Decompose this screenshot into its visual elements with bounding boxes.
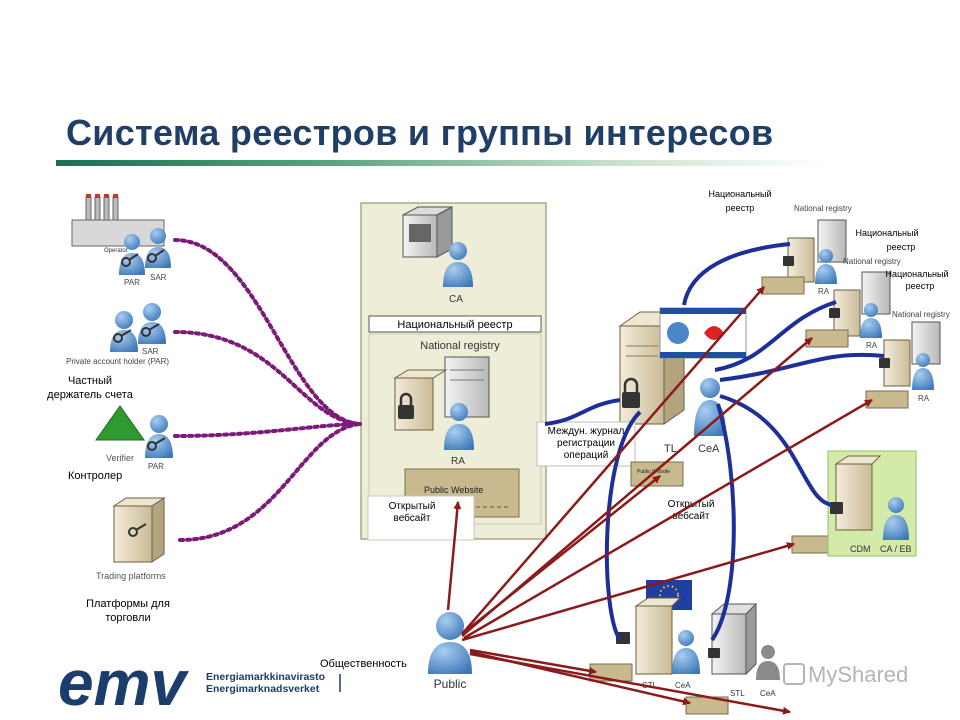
verifier-en: Verifier — [106, 453, 134, 463]
sar-label: SAR — [150, 273, 167, 282]
national-registry-ru: Национальный реестр — [397, 319, 512, 331]
national-registry-en: National registry — [420, 340, 500, 352]
itl-log-ru-1: Междун. журнал — [548, 426, 625, 437]
reg2-server-icon — [829, 271, 891, 337]
un-emblem-icon — [667, 322, 689, 344]
public-arrows — [446, 286, 873, 715]
ctl-cea-label: CeA — [675, 681, 691, 690]
operator-caption: Operator — [104, 248, 128, 254]
reg1-server-icon — [783, 219, 847, 283]
reg3-person-icon — [912, 353, 934, 390]
ca-person-icon — [443, 242, 473, 287]
reg1-ru-2: реестр — [726, 203, 755, 213]
dotted-connectors — [173, 238, 362, 542]
sar2-label: SAR — [142, 347, 159, 356]
stl-cea-label: CeA — [760, 689, 776, 698]
private-holder-ru-2: держатель счета — [47, 389, 134, 401]
factory-icon — [71, 194, 165, 247]
itl-log-ru-2: регистрации — [557, 438, 615, 449]
unfccc-heart-icon — [704, 326, 724, 340]
trading-ru-1: Платформы для — [86, 598, 170, 610]
ra-lock-icon — [398, 392, 414, 419]
public-label: Public — [434, 677, 467, 691]
caeb-label: CA / EB — [880, 544, 912, 554]
public-person-icon — [428, 612, 472, 674]
reg3-en: National registry — [892, 310, 950, 319]
emv-logo: emv — [58, 647, 190, 719]
itl-open-website-ru-2: вебсайт — [673, 510, 710, 522]
open-website-ru-1: Открытый — [389, 501, 436, 512]
verifier-person-icon — [145, 415, 173, 458]
ca-label: CA — [449, 294, 463, 305]
verifier-par-label: PAR — [148, 462, 164, 471]
key-icon-private — [113, 323, 160, 343]
cdm-server-icon — [830, 455, 882, 531]
stl-person-icon — [756, 645, 780, 680]
itl-lock-icon — [622, 377, 640, 408]
trading-server-icon — [112, 497, 166, 563]
cdm-label: CDM — [850, 544, 871, 554]
title-underline — [56, 160, 826, 166]
private-holder-en: Private account holder (PAR) — [66, 357, 169, 366]
private-holder-person-icon — [110, 303, 166, 352]
cea-label: CeA — [698, 443, 720, 455]
stl-server-icon — [708, 602, 758, 676]
cdm-person-icon — [883, 497, 909, 540]
watermark-text: MyShared — [808, 662, 908, 687]
unfccc-label: UNFCCC — [705, 322, 731, 328]
ctl-person-icon — [672, 630, 700, 674]
cea-person-icon — [694, 378, 726, 436]
tl-label: TL — [664, 443, 677, 455]
reg3-ru-2: реестр — [906, 281, 935, 291]
logo-line-2: Energimarknadsverket — [206, 683, 320, 695]
verifier-triangle-icon — [95, 405, 145, 441]
trading-ru-2: торговли — [105, 612, 150, 624]
itl-website-box: Public Website — [630, 461, 684, 487]
public-ru: Общественность — [320, 658, 407, 670]
reg2-ra-label: RA — [866, 341, 878, 350]
watermark: MyShared — [783, 662, 908, 687]
logo-letters: emv — [58, 647, 190, 719]
reg2-ru-2: реестр — [887, 242, 916, 252]
trading-en: Trading platforms — [96, 571, 166, 581]
logo-line-1: Energiamarkkinavirasto — [206, 671, 325, 683]
national-registry-label-box — [368, 315, 542, 333]
reg3-ra-label: RA — [918, 394, 930, 403]
mini-website-boxes — [589, 276, 909, 715]
ctl-server-icon — [616, 597, 682, 675]
watermark-icon — [783, 663, 805, 685]
reg2-en: National registry — [843, 257, 901, 266]
reg3-ru-1: Национальный — [885, 269, 948, 279]
public-website-en: Public Website — [424, 485, 483, 495]
ra-label: RA — [451, 456, 465, 467]
reg1-person-icon — [815, 249, 837, 284]
reg2-ru-1: Национальный — [855, 228, 918, 238]
blue-connectors — [544, 242, 885, 642]
reg1-ra-label: RA — [818, 287, 830, 296]
slide-title: Система реестров и группы интересов — [66, 112, 774, 153]
private-holder-ru-1: Частный — [68, 375, 112, 387]
itl-log-ru-3: операций — [564, 450, 609, 461]
key-icon — [121, 249, 165, 267]
stl-label: STL — [730, 689, 745, 698]
reg2-person-icon — [860, 303, 882, 338]
par-label: PAR — [124, 278, 140, 287]
ra-person-icon — [444, 403, 474, 450]
open-website-ru-2: вебсайт — [394, 512, 431, 524]
reg1-en: National registry — [794, 204, 852, 213]
ca-server-icon — [402, 206, 453, 258]
verifier-ru: Контролер — [68, 470, 122, 482]
reg1-ru-1: Национальный — [708, 189, 771, 199]
